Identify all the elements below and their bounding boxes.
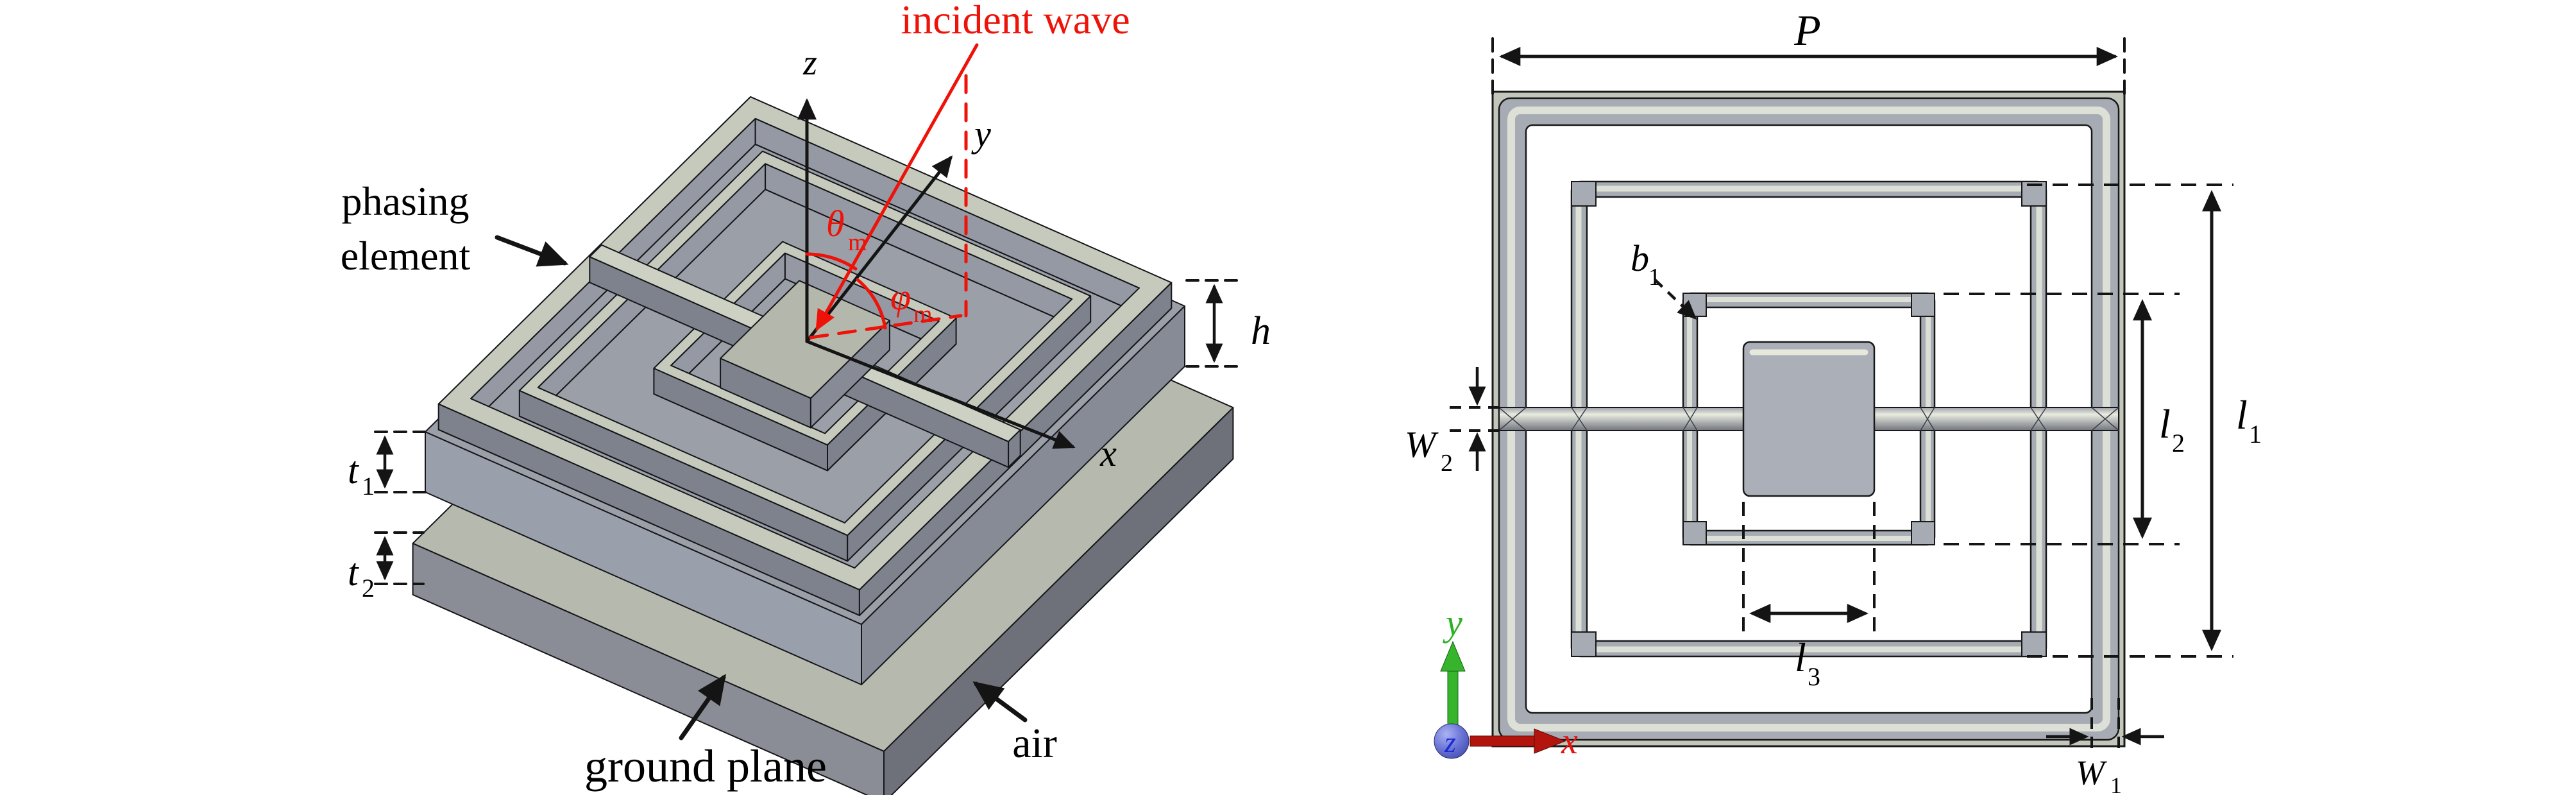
theta-label-sub: m xyxy=(848,229,867,256)
phi-label-sub: m xyxy=(913,301,933,328)
l3-label: l xyxy=(1795,635,1806,680)
top-view: P l 1 l 2 l 3 W 2 b 1 W 1 xyxy=(1405,6,2262,795)
dimension-W2: W 2 xyxy=(1405,367,1507,477)
x-axis-arrow xyxy=(805,339,1076,449)
b1-label: b xyxy=(1631,237,1649,279)
x-axis-label-2d: x xyxy=(1561,720,1578,762)
theta-label: θ xyxy=(826,203,845,244)
y-axis-shaft xyxy=(1447,668,1459,726)
P-label: P xyxy=(1793,6,1821,55)
t2-label-sub: 2 xyxy=(362,574,375,603)
phi-label: φ xyxy=(890,276,911,318)
W1-label: W xyxy=(2076,753,2108,792)
y-axis-label: y xyxy=(971,113,991,155)
phasing-element-label-line2: element xyxy=(341,233,471,278)
ground-plane-arrow xyxy=(679,674,727,740)
l1-label: l xyxy=(2236,392,2248,438)
bar-miters xyxy=(1498,407,2119,431)
phasing-element-arrow xyxy=(495,235,569,267)
dimension-b1: b 1 xyxy=(1631,237,1697,320)
theta-arc xyxy=(805,252,858,271)
b1-label-sub: 1 xyxy=(1648,264,1661,291)
incident-wave-arrow xyxy=(815,43,979,332)
phasing-element-3d-view xyxy=(412,96,1234,795)
dimension-l2: l 2 xyxy=(1944,293,2185,545)
phasing-element-label-line1: phasing xyxy=(341,178,469,224)
t1-label: t xyxy=(348,449,359,492)
y-axis-head xyxy=(1440,640,1466,672)
x-axis-head xyxy=(1534,728,1566,754)
incident-projection-line xyxy=(809,314,963,339)
x-axis-shaft xyxy=(1470,735,1535,747)
l2-label-sub: 2 xyxy=(2172,429,2185,457)
center-patch-3d xyxy=(720,280,890,429)
air-label: air xyxy=(1012,720,1057,767)
z-axis-sphere xyxy=(1434,723,1470,759)
W1-label-sub: 1 xyxy=(2110,773,2122,795)
y-axis-label-2d: y xyxy=(1443,602,1462,644)
dimension-P: P xyxy=(1491,6,2126,98)
h-dimension: h xyxy=(1185,279,1271,368)
dimension-l3: l 3 xyxy=(1742,502,1876,691)
l2-label: l xyxy=(2159,401,2171,447)
W2-label-sub: 2 xyxy=(1441,450,1453,477)
phi-arc xyxy=(856,278,887,330)
center-patch-2d xyxy=(1742,341,1876,497)
l3-label-sub: 3 xyxy=(1808,662,1820,691)
W2-label: W xyxy=(1405,423,1439,465)
t1-label-sub: 1 xyxy=(362,472,375,500)
dimension-W1: W 1 xyxy=(2046,698,2164,795)
h-label: h xyxy=(1251,309,1271,353)
dimension-l1: l 1 xyxy=(2027,184,2262,658)
coordinate-triad: y x z xyxy=(1434,602,1578,762)
left-annotations: z y x incident wave θ m φ m phasing elem… xyxy=(341,0,1271,792)
t2-label: t xyxy=(348,551,359,594)
x-axis-label: x xyxy=(1099,432,1117,474)
air-arrow xyxy=(972,681,1028,722)
ground-plane-label: ground plane xyxy=(584,740,827,792)
z-axis-label: z xyxy=(802,43,817,83)
incident-wave-label: incident wave xyxy=(901,0,1130,42)
l1-label-sub: 1 xyxy=(2249,420,2262,449)
z-axis-label-2d: z xyxy=(1444,726,1456,758)
t2-dimension: t 2 xyxy=(348,531,425,603)
t1-dimension: t 1 xyxy=(348,431,432,500)
